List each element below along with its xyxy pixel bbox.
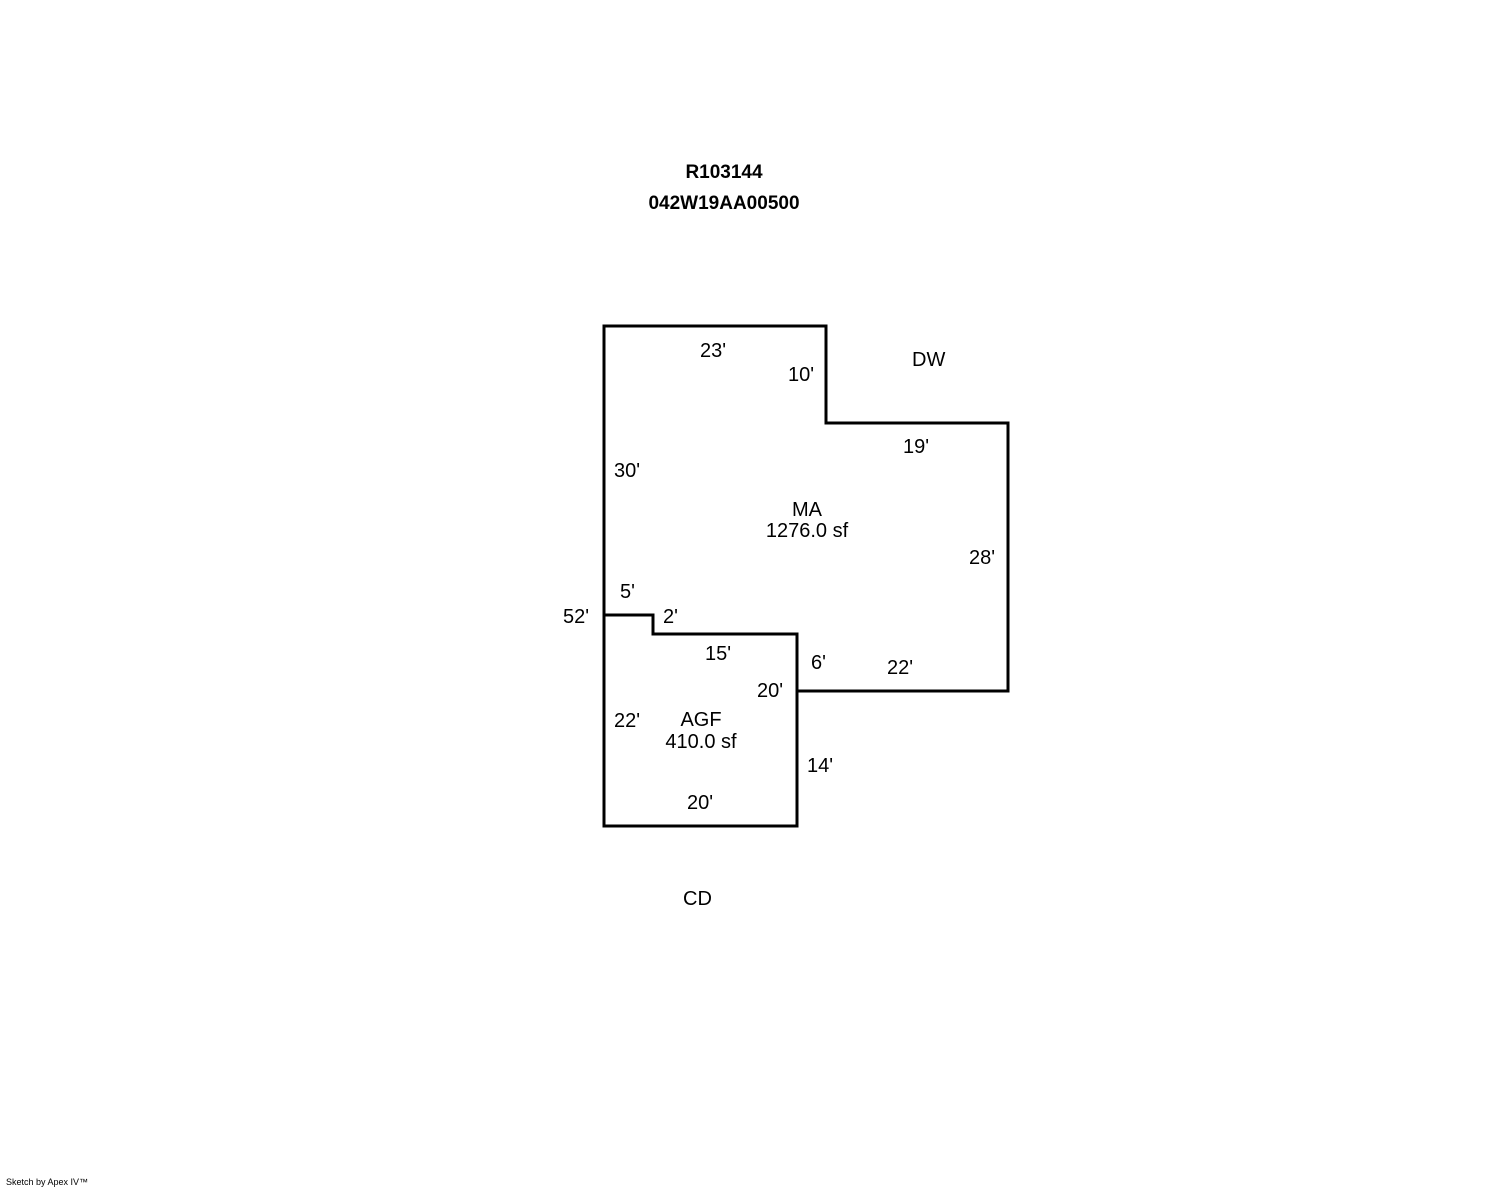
account-number: R103144 [685, 162, 763, 183]
agf-outline [602, 613, 799, 828]
dim-step-side: 2' [663, 606, 678, 628]
agf-code-label: AGF [680, 709, 721, 731]
sketch-credit: Sketch by Apex IV™ [6, 1177, 89, 1187]
dim-ma-notch-right: 10' [788, 364, 814, 386]
dim-ma-right: 28' [969, 547, 995, 569]
dim-agf-right-upper: 6' [811, 652, 826, 674]
dim-ma-left: 30' [614, 460, 640, 482]
ma-area-label: 1276.0 sf [766, 520, 849, 542]
dw-note: DW [912, 349, 945, 371]
dim-ma-top: 23' [700, 340, 726, 362]
dim-agf-top: 15' [705, 643, 731, 665]
dim-agf-right-lower: 14' [807, 755, 833, 777]
ma-code-label: MA [792, 499, 823, 521]
dim-ma-notch-bottom: 19' [903, 436, 929, 458]
dim-agf-left: 22' [614, 710, 640, 732]
dim-agf-right: 20' [757, 680, 783, 702]
map-taxlot-number: 042W19AA00500 [648, 193, 800, 214]
cd-note: CD [683, 888, 712, 910]
dim-total-left: 52' [563, 606, 589, 628]
dim-ma-bottom: 22' [887, 657, 913, 679]
dim-step-top: 5' [620, 581, 635, 603]
dim-agf-bottom: 20' [687, 792, 713, 814]
agf-area-label: 410.0 sf [665, 731, 737, 753]
